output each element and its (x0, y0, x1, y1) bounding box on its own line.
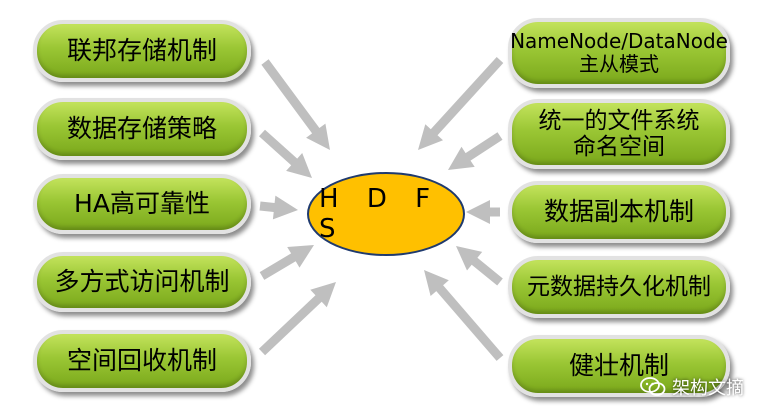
watermark: 架构文摘 (640, 374, 744, 400)
node-multi-access: 多方式访问机制 (33, 252, 251, 312)
arrow-from-space-reclaim (258, 282, 336, 356)
node-replica-mechanism: 数据副本机制 (508, 181, 730, 243)
arrow-from-master-slave (418, 57, 504, 150)
node-label-line-2: 主从模式 (579, 52, 659, 76)
node-label-line-1: NameNode/DataNode (510, 29, 728, 53)
node-ha-reliability: HA高可靠性 (33, 174, 251, 234)
node-label-line-2: 命名空间 (573, 134, 665, 160)
node-label: HA高可靠性 (74, 188, 210, 218)
node-space-reclaim: 空间回收机制 (33, 330, 251, 392)
arrow-from-ha-reliability (259, 195, 298, 220)
node-label: 多方式访问机制 (54, 266, 230, 296)
node-federation-storage: 联邦存储机制 (33, 20, 251, 82)
arrow-from-federation-storage (261, 59, 330, 150)
arrow-from-replica-mechanism (466, 200, 500, 224)
node-master-slave: NameNode/DataNode 主从模式 (508, 18, 730, 88)
arrow-group (258, 57, 504, 361)
node-label: 健壮机制 (568, 350, 669, 380)
node-label-line-1: 统一的文件系统 (538, 107, 700, 134)
node-metadata-persistence: 元数据持久化机制 (508, 256, 730, 318)
node-unified-namespace: 统一的文件系统 命名空间 (508, 99, 730, 169)
node-label: 元数据持久化机制 (527, 273, 711, 300)
arrow-from-unified-namespace (448, 132, 503, 170)
watermark-text: 架构文摘 (672, 378, 744, 399)
node-label: 数据存储策略 (66, 113, 217, 143)
arrow-from-multi-access (259, 245, 314, 280)
node-label: 联邦存储机制 (66, 35, 217, 65)
node-data-storage-policy: 数据存储策略 (33, 98, 251, 160)
node-robustness: 健壮机制 (508, 335, 730, 397)
node-label: 空间回收机制 (66, 345, 217, 375)
arrow-from-robustness (424, 270, 504, 361)
node-label: 数据副本机制 (543, 196, 694, 226)
arrow-from-metadata-persistence (456, 246, 503, 286)
arrow-from-data-storage-policy (259, 129, 312, 178)
hdfs-hub: H D F S (307, 172, 465, 256)
wechat-icon (640, 377, 666, 396)
